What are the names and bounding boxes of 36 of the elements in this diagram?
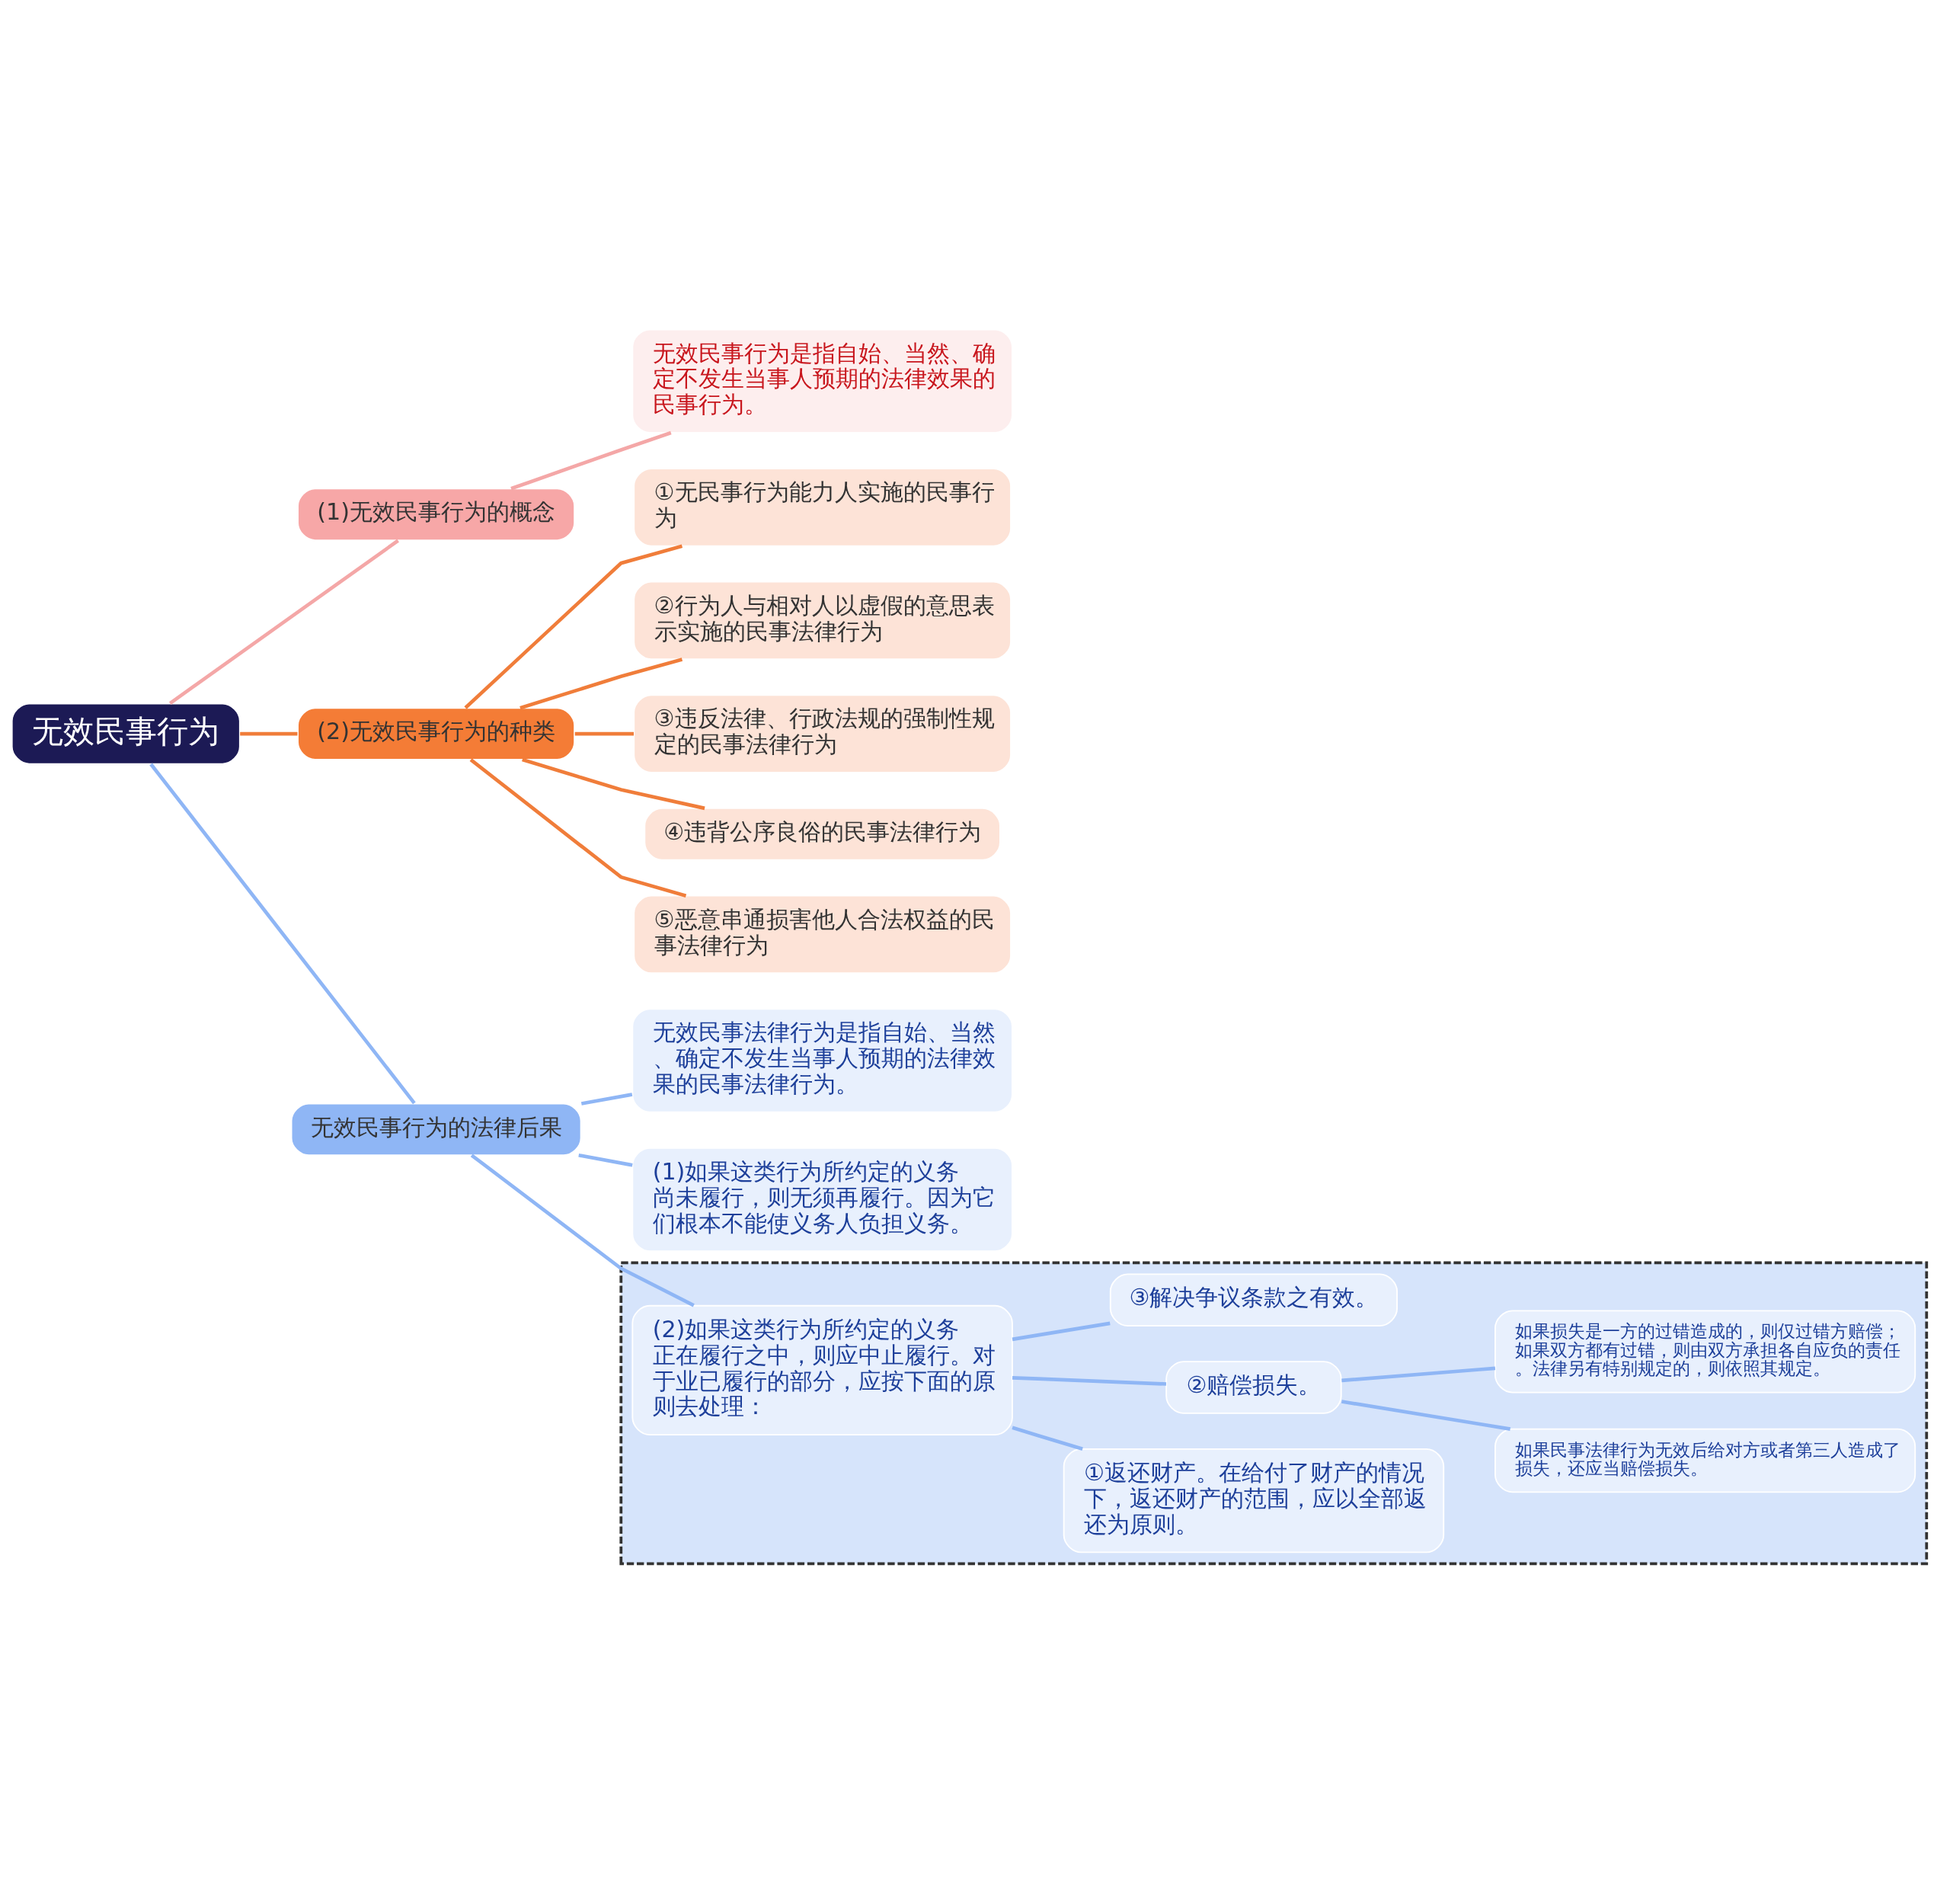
connector [522, 757, 705, 810]
node-box: (1)无效民事行为的概念 [297, 487, 576, 541]
connector [580, 1092, 633, 1106]
connector [470, 1153, 695, 1307]
node-box: 无效民事行为的法律后果 [290, 1102, 582, 1156]
connector [1341, 1399, 1511, 1431]
connector [519, 657, 683, 709]
node-box: (2)如果这类行为所约定的义务正在履行之中，则应中止履行。对于业已履行的部分，应按下面的原则去处理： [631, 1304, 1013, 1435]
connector [240, 731, 298, 735]
connector [168, 539, 399, 705]
connector [1012, 1426, 1083, 1451]
node-box: 如果民事法律行为无效后给对方或者第三人造成了损失，还应当赔偿损失。 [1494, 1428, 1916, 1493]
connector [149, 763, 416, 1104]
connector [1341, 1366, 1496, 1382]
connector [510, 430, 672, 490]
node-box: ④违背公序良俗的民事法律行为 [644, 807, 1001, 861]
node-box: 无效民事法律行为是指自始、当然、确定不发生当事人预期的法律效果的民事法律行为。 [631, 1007, 1013, 1113]
node-box: (1)如果这类行为所约定的义务尚未履行，则无须再履行。因为它们根本不能使义务人负担义务。 [631, 1147, 1013, 1252]
node-box: 无效民事行为 [11, 702, 241, 765]
node-box: ③解决争议条款之有效。 [1109, 1272, 1398, 1326]
connector [1012, 1375, 1167, 1386]
node-box: ③违反法律、行政法规的强制性规定的民事法律行为 [633, 693, 1012, 773]
connector [1012, 1321, 1111, 1341]
node-box: 如果损失是一方的过错造成的，则仅过错方赔偿；如果双方都有过错，则由双方承担各自应负的责任。法律另有特别规定的，则依照其规定。 [1494, 1309, 1916, 1394]
cluster [619, 1260, 1929, 1565]
connector [578, 1153, 633, 1166]
node-box: 无效民事行为是指自始、当然、确定不发生当事人预期的法律效果的民事行为。 [631, 328, 1013, 434]
node-box: ②行为人与相对人以虚假的意思表示实施的民事法律行为 [633, 581, 1012, 660]
node-box: ①返还财产。在给付了财产的情况下，返还财产的范围，应以全部返还为原则。 [1063, 1448, 1445, 1553]
connector [574, 731, 635, 735]
node-box: ②赔偿损失。 [1165, 1360, 1342, 1414]
node-box: ⑤恶意串通损害他人合法权益的民事法律行为 [633, 894, 1012, 974]
connector [469, 757, 687, 898]
node-box: ①无民事行为能力人实施的民事行为 [633, 467, 1012, 547]
node-box: (2)无效民事行为的种类 [297, 706, 576, 760]
connector [464, 544, 683, 709]
